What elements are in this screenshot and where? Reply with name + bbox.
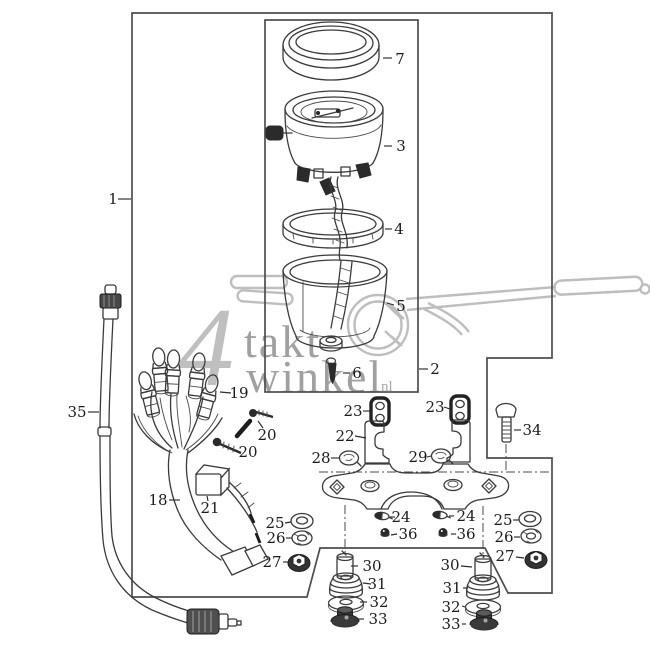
- section-frames: [131, 12, 553, 598]
- part-label-19: 19: [229, 384, 248, 402]
- part-label-33b: 33: [441, 615, 460, 633]
- part-label-4: 4: [394, 220, 404, 238]
- centerlines: [319, 444, 552, 558]
- part-label-3: 3: [396, 137, 406, 155]
- part-label-24a: 24: [391, 508, 410, 526]
- part-label-23a: 23: [343, 402, 362, 420]
- leader-lines: [88, 57, 525, 625]
- part-35-speedometer-cable: [97, 284, 242, 635]
- part-label-32b: 32: [441, 598, 460, 616]
- part-label-29: 29: [408, 448, 427, 466]
- part-3-speedometer-body: [265, 90, 384, 261]
- part-label-20a: 20: [257, 426, 276, 444]
- part-label-30b: 30: [440, 556, 459, 574]
- part-label-32a: 32: [369, 593, 388, 611]
- part-20-screws: [212, 409, 274, 455]
- part-label-33a: 33: [368, 610, 387, 628]
- part-label-36b: 36: [456, 525, 475, 543]
- part-label-1: 1: [108, 190, 118, 208]
- part-label-22: 22: [335, 427, 354, 445]
- main-frame: [131, 12, 553, 598]
- part-4-gasket-ring: [282, 208, 384, 249]
- part-34-bolt: [495, 402, 517, 443]
- part-label-21: 21: [200, 499, 219, 517]
- part-label-34: 34: [522, 421, 541, 439]
- part-label-2: 2: [430, 360, 440, 378]
- part-28-screw: [338, 450, 362, 467]
- watermark-word-winkel: winkel: [246, 351, 383, 402]
- part-label-35: 35: [67, 403, 86, 421]
- part-18-wire-loom: [167, 449, 269, 576]
- part-19-bulb-set: [133, 346, 223, 454]
- part-7-bezel-ring: [282, 21, 380, 81]
- bulb-wires: [133, 391, 223, 454]
- watermark-tld: nl: [381, 379, 393, 395]
- part-21-connector: [194, 464, 262, 544]
- part-label-31b: 31: [442, 579, 461, 597]
- part-label-7: 7: [395, 50, 405, 68]
- part-label-26b: 26: [494, 528, 513, 546]
- part-label-27a: 27: [262, 553, 281, 571]
- watermark-word-takt: takt: [244, 316, 321, 367]
- part-label-27b: 27: [495, 547, 514, 565]
- part-label-20b: 20: [238, 443, 257, 461]
- part-label-31a: 31: [367, 575, 386, 593]
- part-label-25b: 25: [493, 511, 512, 529]
- part-31-rubber-dampers: [329, 572, 500, 601]
- trip-reset-knob: [265, 125, 284, 141]
- part-label-23b: 23: [425, 398, 444, 416]
- part-6-screw: [325, 357, 337, 385]
- part-label-30a: 30: [362, 557, 381, 575]
- mounting-plate: [321, 463, 510, 510]
- watermark: 4 takt winkel nl: [178, 274, 650, 410]
- part-label-25a: 25: [265, 514, 284, 532]
- part-label-28: 28: [311, 449, 330, 467]
- part-label-18: 18: [148, 491, 167, 509]
- part-number-labels: 1 2 3 4 5 6 7 18 19 20 20 21 22 23 23 24…: [67, 50, 541, 633]
- speedometer-frame: [264, 19, 419, 393]
- part-24-screws: [374, 510, 452, 522]
- part-label-36a: 36: [398, 525, 417, 543]
- part-5-lower-case: [282, 254, 388, 352]
- part-label-5: 5: [396, 297, 406, 315]
- part-label-26a: 26: [266, 529, 285, 547]
- part-label-24b: 24: [456, 507, 475, 525]
- part-label-6: 6: [352, 364, 362, 382]
- watermark-numeral: 4: [178, 286, 234, 410]
